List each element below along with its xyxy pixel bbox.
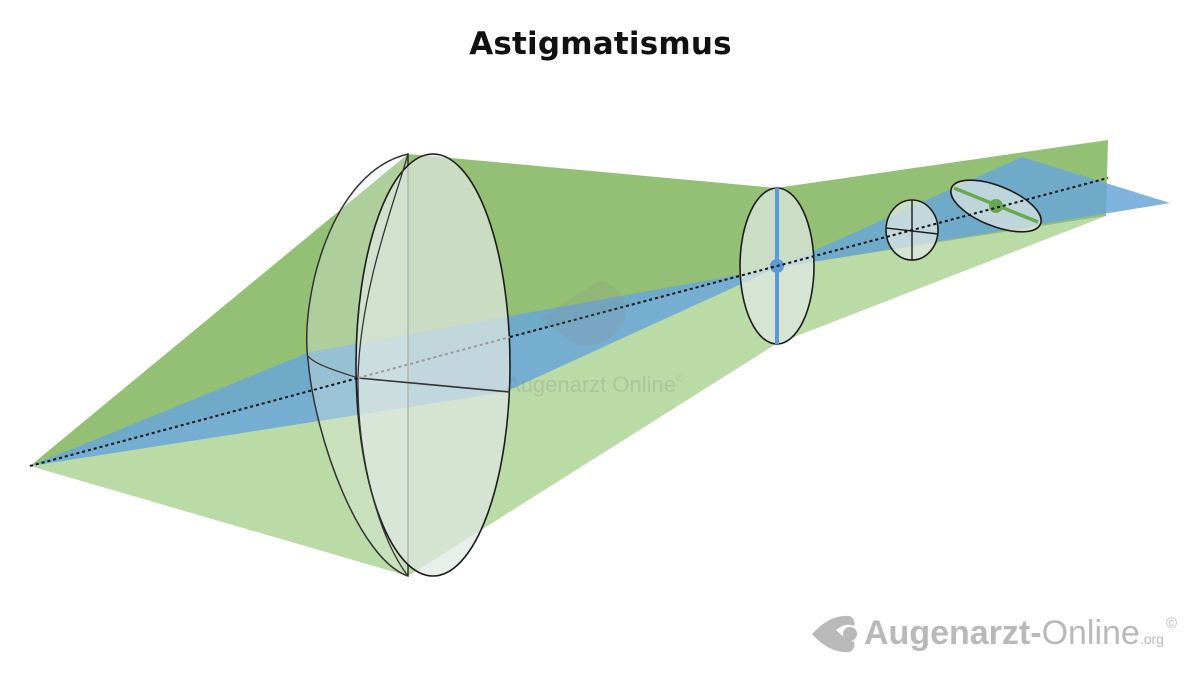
eye-logo-icon	[812, 615, 857, 653]
watermark-eye-icon	[540, 280, 626, 346]
logo-suffix: Online	[1041, 614, 1140, 652]
center-watermark: Augenarzt Online©	[506, 280, 684, 397]
watermark-text: Augenarzt Online©	[506, 372, 684, 397]
green-beam-lower	[30, 216, 1106, 576]
logo-copyright: ©	[1165, 615, 1178, 632]
logo-separator: -	[1030, 614, 1042, 652]
optical-axis-front	[29, 377, 359, 467]
diagram-title: Astigmatismus	[469, 26, 732, 62]
brand-logo: Augenarzt-Online.org©	[810, 606, 1190, 662]
optical-axis-inside	[357, 336, 511, 379]
logo-tld: .org	[1139, 631, 1164, 647]
optical-axis-back	[509, 177, 1109, 338]
green-focal-point	[989, 199, 1003, 213]
logo-brand: Augenarzt	[864, 614, 1031, 652]
